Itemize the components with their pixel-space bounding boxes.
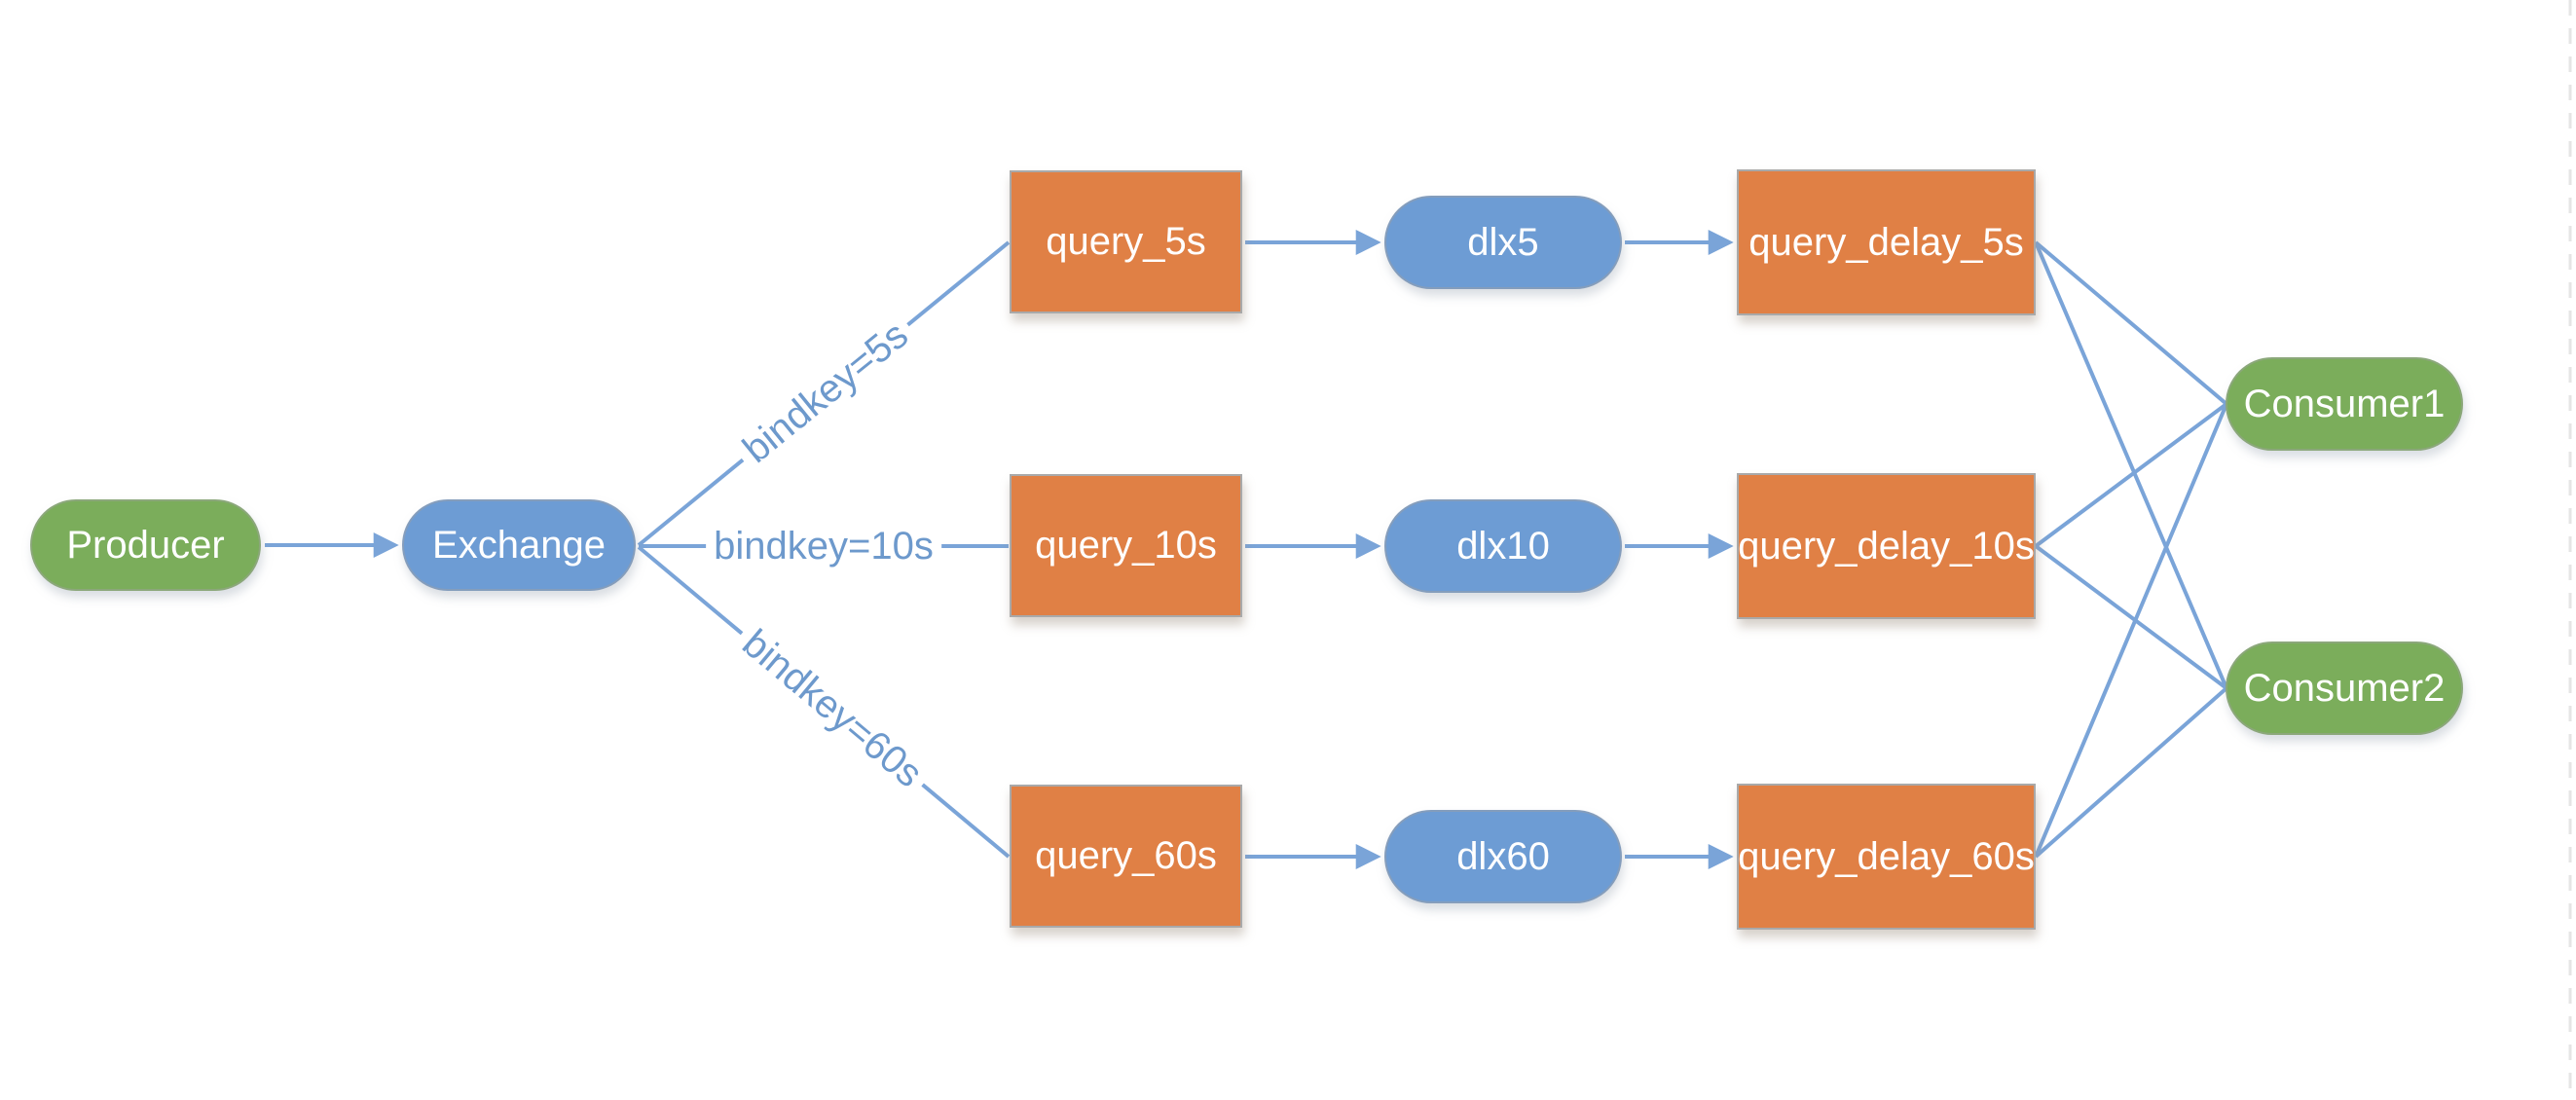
- node-query-10s-label: query_10s: [1035, 524, 1217, 567]
- node-dlx60-label: dlx60: [1456, 834, 1550, 878]
- edge-label-bindkey-10s: bindkey=10s: [706, 525, 941, 568]
- node-query-delay-5s-label: query_delay_5s: [1748, 220, 2024, 264]
- edge-delay60s-consumer2: [2034, 686, 2228, 859]
- node-query-delay-5s: query_delay_5s: [1737, 169, 2036, 315]
- node-dlx10-label: dlx10: [1456, 524, 1550, 568]
- node-query-delay-60s: query_delay_60s: [1737, 784, 2036, 930]
- node-consumer1: Consumer1: [2226, 357, 2463, 451]
- node-dlx5-label: dlx5: [1467, 220, 1539, 264]
- edge-delay60s-consumer1: [2034, 403, 2228, 858]
- node-query-60s-label: query_60s: [1035, 834, 1217, 877]
- node-query-delay-10s-label: query_delay_10s: [1738, 524, 2035, 568]
- node-producer: Producer: [30, 499, 261, 591]
- node-exchange: Exchange: [402, 499, 636, 591]
- node-dlx60: dlx60: [1384, 810, 1622, 903]
- node-exchange-label: Exchange: [432, 523, 606, 567]
- node-dlx10: dlx10: [1384, 499, 1622, 593]
- edge-delay10s-consumer1: [2034, 402, 2228, 548]
- node-query-60s: query_60s: [1010, 785, 1242, 928]
- node-query-delay-60s-label: query_delay_60s: [1738, 834, 2035, 878]
- node-consumer1-label: Consumer1: [2243, 382, 2446, 425]
- edge-delay5s-consumer2: [2034, 241, 2228, 689]
- node-query-5s: query_5s: [1010, 170, 1242, 313]
- node-consumer2-label: Consumer2: [2243, 666, 2446, 710]
- node-consumer2: Consumer2: [2226, 642, 2463, 735]
- node-dlx5: dlx5: [1384, 196, 1622, 289]
- edge-delay5s-consumer1: [2034, 240, 2228, 406]
- node-producer-label: Producer: [66, 523, 225, 567]
- edge-delay10s-consumer2: [2034, 544, 2228, 690]
- node-query-5s-label: query_5s: [1046, 220, 1206, 263]
- node-query-10s: query_10s: [1010, 474, 1242, 617]
- node-query-delay-10s: query_delay_10s: [1737, 473, 2036, 619]
